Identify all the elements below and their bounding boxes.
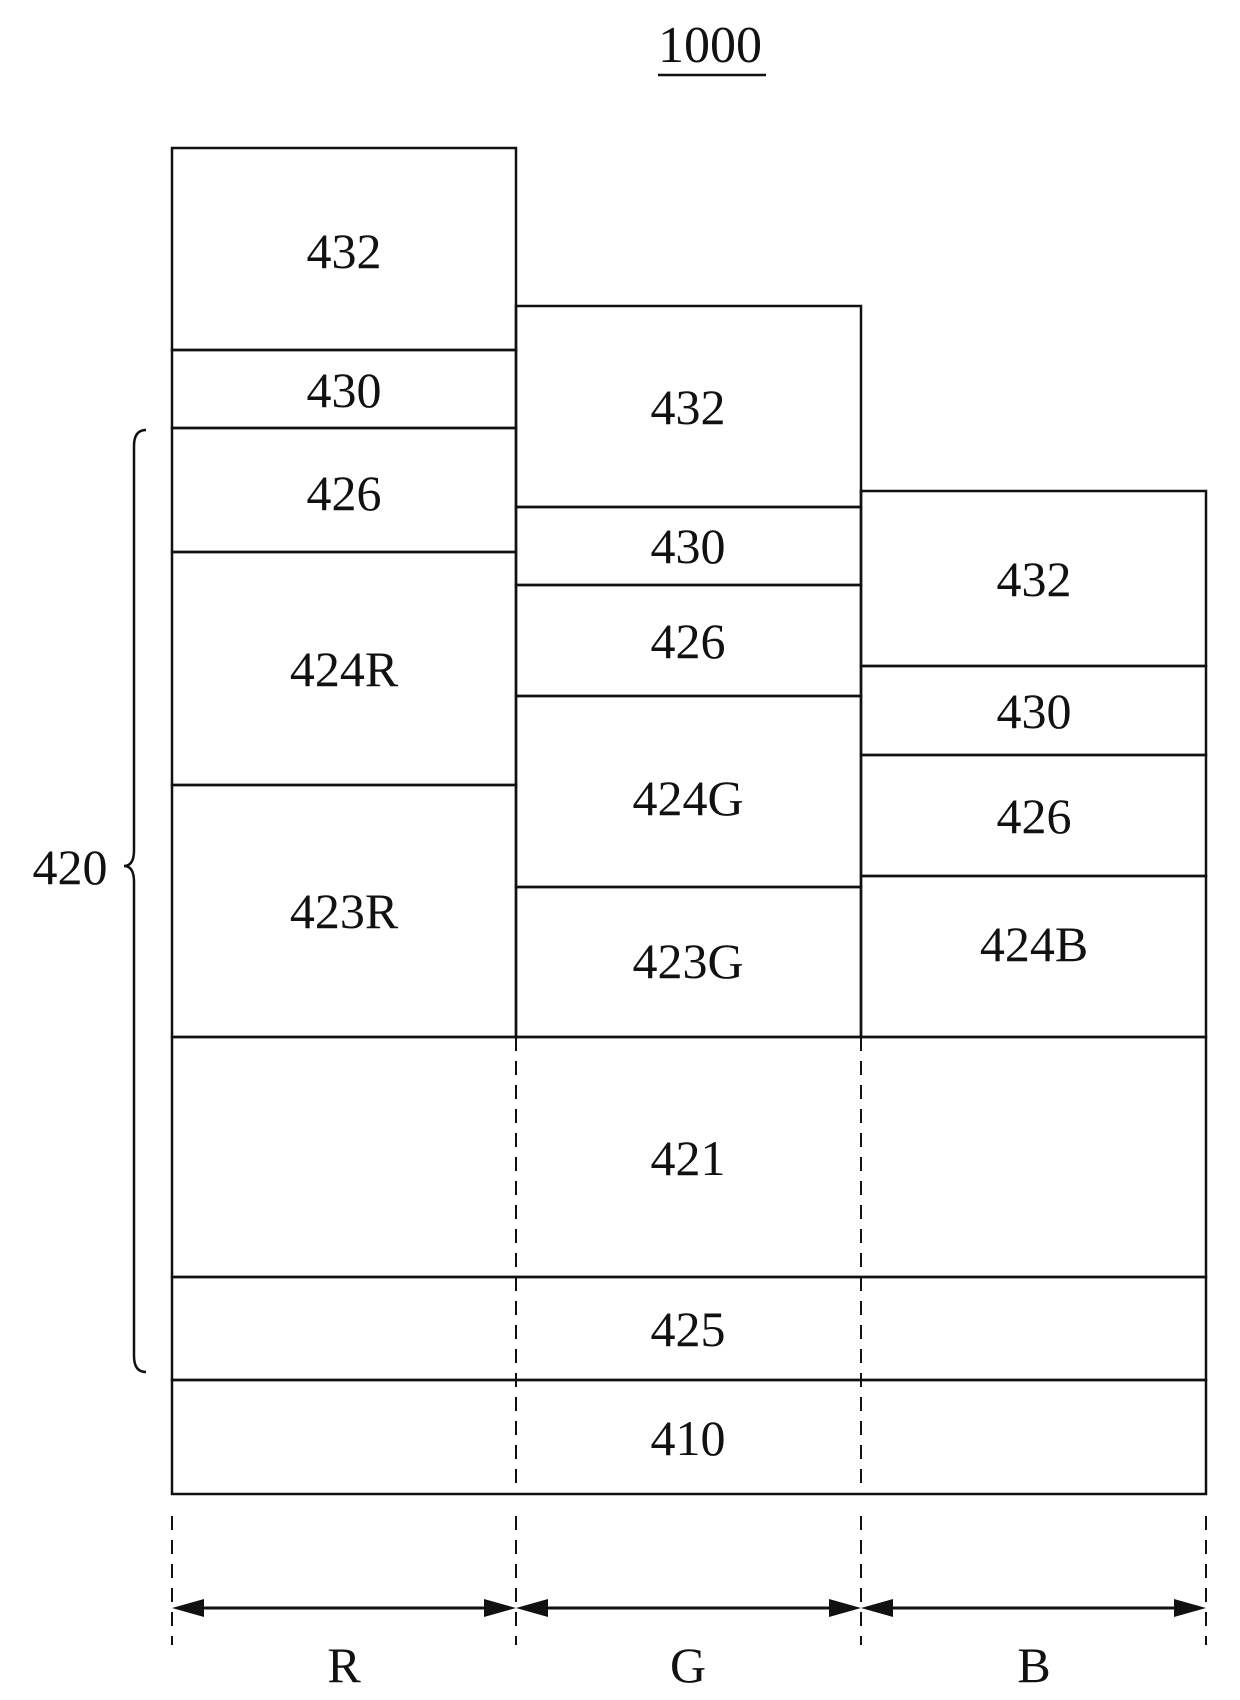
- label-410: 410: [651, 1410, 726, 1466]
- label-432-r: 432: [307, 223, 382, 279]
- label-430-r: 430: [307, 362, 382, 418]
- label-424r: 424R: [290, 641, 399, 697]
- label-424g: 424G: [632, 770, 743, 826]
- label-423g: 423G: [632, 933, 743, 989]
- label-432-b: 432: [997, 551, 1072, 607]
- layer-labels: 432 430 426 424R 423R 432 430 426 424G 4…: [279, 223, 1098, 1466]
- bracket-420: [124, 430, 146, 1372]
- label-424b: 424B: [980, 916, 1088, 972]
- region-label-b: B: [1017, 1637, 1050, 1693]
- region-arrows: [172, 1599, 1206, 1617]
- region-label-g: G: [670, 1637, 706, 1693]
- region-label-r: R: [327, 1637, 361, 1693]
- label-430-g: 430: [651, 518, 726, 574]
- label-421: 421: [651, 1130, 726, 1186]
- label-426-g: 426: [651, 613, 726, 669]
- label-420: 420: [33, 839, 108, 895]
- label-425: 425: [651, 1301, 726, 1357]
- label-432-g: 432: [651, 379, 726, 435]
- label-423r: 423R: [290, 883, 399, 939]
- label-426-b: 426: [997, 788, 1072, 844]
- label-430-b: 430: [997, 683, 1072, 739]
- figure-number: 1000: [658, 17, 762, 74]
- label-426-r: 426: [307, 465, 382, 521]
